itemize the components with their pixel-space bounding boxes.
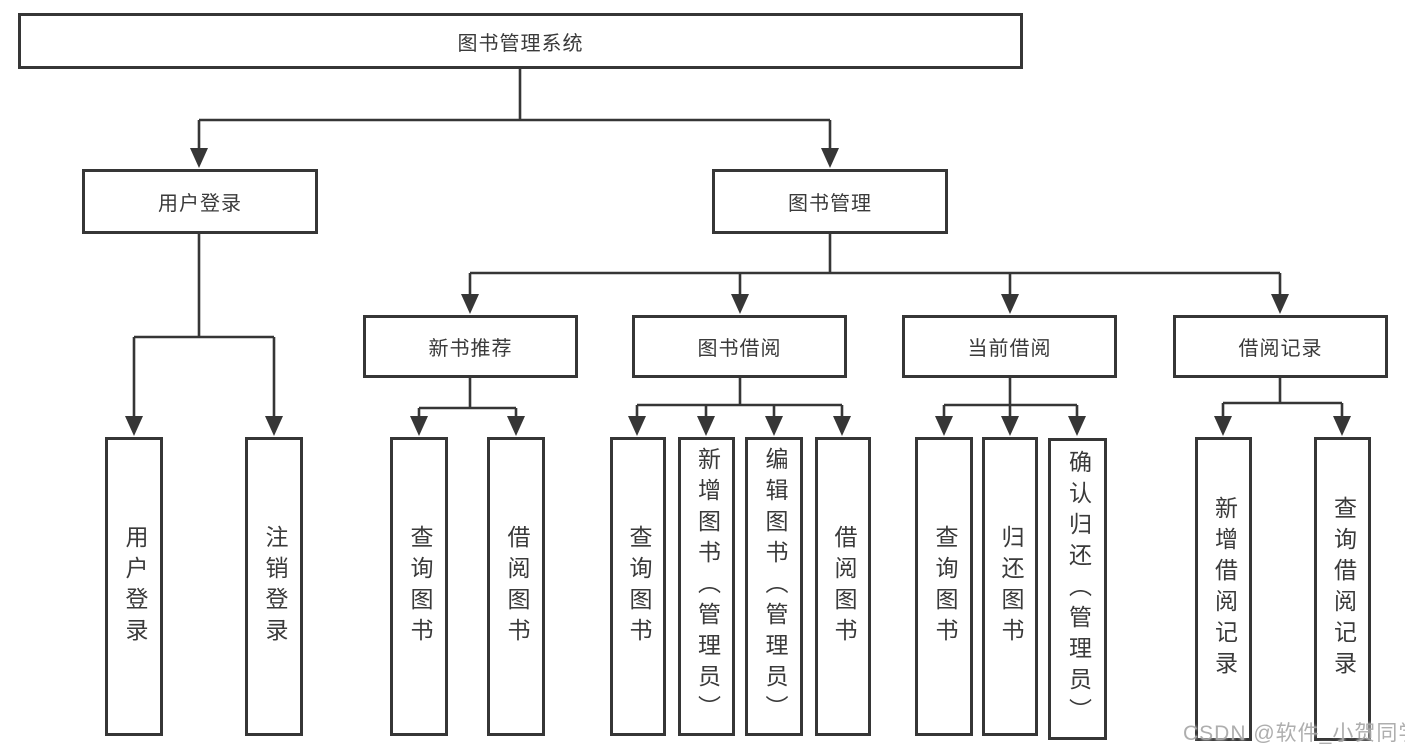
leaf-bb-add-books-admin: 新增图书（管理员） bbox=[678, 437, 735, 736]
leaf-cb-return-books-label: 归还图书 bbox=[997, 524, 1024, 649]
leaf-nbr-borrow-books: 借阅图书 bbox=[487, 437, 545, 736]
node-book-borrowing: 图书借阅 bbox=[632, 315, 847, 378]
leaf-user-login: 用户登录 bbox=[105, 437, 163, 736]
node-library-management-system: 图书管理系统 bbox=[18, 13, 1023, 69]
node-user-login: 用户登录 bbox=[82, 169, 318, 234]
node-current-borrowing: 当前借阅 bbox=[902, 315, 1117, 378]
leaf-nbr-query-books: 查询图书 bbox=[390, 437, 448, 736]
leaf-bb-query-books-label: 查询图书 bbox=[625, 524, 652, 649]
node-new-book-recommendation: 新书推荐 bbox=[363, 315, 578, 378]
leaf-nbr-query-books-label: 查询图书 bbox=[406, 524, 433, 649]
leaf-user-login-label: 用户登录 bbox=[121, 524, 148, 649]
leaf-cb-query-books: 查询图书 bbox=[915, 437, 973, 736]
leaf-bb-borrow-books: 借阅图书 bbox=[815, 437, 871, 736]
csdn-watermark: CSDN @软件_小贺同学 bbox=[1183, 722, 1405, 745]
leaf-bb-edit-books-admin: 编辑图书（管理员） bbox=[745, 437, 803, 736]
leaf-cb-confirm-return-admin-label: 确认归还（管理员） bbox=[1065, 449, 1092, 729]
leaf-bb-borrow-books-label: 借阅图书 bbox=[830, 524, 857, 649]
leaf-nbr-borrow-books-label: 借阅图书 bbox=[503, 524, 530, 649]
node-book-management: 图书管理 bbox=[712, 169, 948, 234]
leaf-br-add-record-label: 新增借阅记录 bbox=[1211, 496, 1238, 682]
leaf-bb-edit-books-admin-label: 编辑图书（管理员） bbox=[761, 447, 788, 726]
leaf-cb-confirm-return-admin: 确认归还（管理员） bbox=[1048, 438, 1107, 740]
leaf-cb-query-books-label: 查询图书 bbox=[931, 524, 958, 649]
leaf-bb-query-books: 查询图书 bbox=[610, 437, 666, 736]
leaf-br-add-record: 新增借阅记录 bbox=[1195, 437, 1252, 741]
leaf-bb-add-books-admin-label: 新增图书（管理员） bbox=[694, 447, 721, 726]
leaf-br-query-record: 查询借阅记录 bbox=[1314, 437, 1371, 741]
leaf-logout-login: 注销登录 bbox=[245, 437, 303, 736]
leaf-br-query-record-label: 查询借阅记录 bbox=[1330, 496, 1357, 682]
node-borrowing-records: 借阅记录 bbox=[1173, 315, 1388, 378]
leaf-cb-return-books: 归还图书 bbox=[982, 437, 1038, 736]
leaf-logout-login-label: 注销登录 bbox=[261, 524, 288, 649]
